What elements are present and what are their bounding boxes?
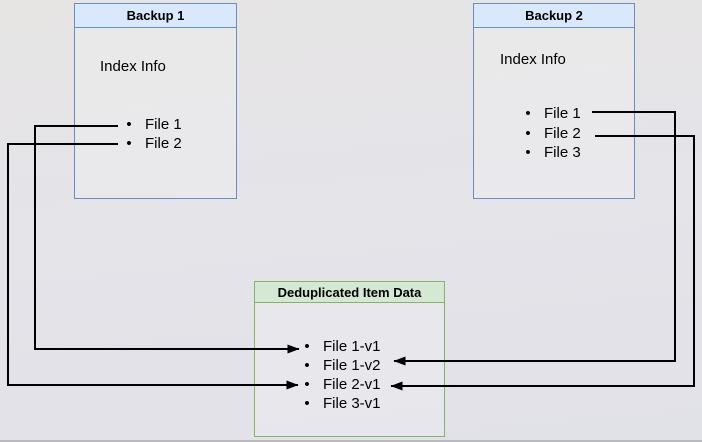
bullet-icon: • [304,395,310,412]
backup2-index-info-label: Index Info [500,51,566,68]
list-item: • File 2 [121,134,182,153]
backup2-header: Backup 2 [474,4,634,28]
list-item: • File 2 [520,124,581,144]
list-item: • File 3-v1 [299,394,381,413]
list-item: • File 1 [520,104,581,124]
dedup-item-label: File 1-v2 [323,357,381,374]
screen-bottom-edge [0,440,702,442]
bullet-icon: • [126,135,132,152]
backup2-file-label: File 3 [544,144,581,162]
bullet-icon: • [525,144,531,162]
backup1-file-label: File 2 [145,135,182,152]
backup1-file-list: • File 1 • File 2 [121,115,182,153]
backup2-file-label: File 2 [544,124,581,142]
bullet-icon: • [304,376,310,393]
backup2-file-label: File 1 [544,105,581,123]
dedup-item-label: File 1-v1 [323,338,381,355]
backup1-header: Backup 1 [75,4,236,28]
list-item: • File 1-v1 [299,337,381,356]
dedup-item-label: File 3-v1 [323,395,381,412]
dedup-item-label: File 2-v1 [323,376,381,393]
backup2-file-list: • File 1 • File 2 • File 3 [520,104,581,163]
backup1-file-label: File 1 [145,116,182,133]
dedup-item-list: • File 1-v1 • File 1-v2 • File 2-v1 • Fi… [299,337,381,413]
bullet-icon: • [525,124,531,142]
bullet-icon: • [304,338,310,355]
bullet-icon: • [304,357,310,374]
list-item: • File 1-v2 [299,356,381,375]
bullet-icon: • [525,105,531,123]
list-item: • File 3 [520,143,581,163]
backup1-node: Backup 1 Index Info • File 1 • File 2 [74,3,237,199]
backup2-node: Backup 2 Index Info • File 1 • File 2 • … [473,3,635,199]
dedup-header: Deduplicated Item Data [255,282,444,303]
dedup-node: Deduplicated Item Data • File 1-v1 • Fil… [254,281,445,437]
list-item: • File 1 [121,115,182,134]
dedup-title: Deduplicated Item Data [277,284,422,300]
backup2-title: Backup 2 [525,8,583,23]
backup1-index-info-label: Index Info [100,58,166,75]
list-item: • File 2-v1 [299,375,381,394]
bullet-icon: • [126,116,132,133]
backup1-title: Backup 1 [126,8,185,23]
